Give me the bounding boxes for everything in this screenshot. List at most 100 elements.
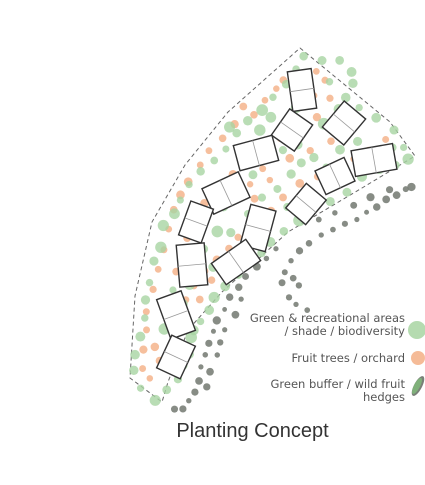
green-canopy-tree <box>196 167 205 176</box>
green-canopy-tree <box>243 116 253 126</box>
fruit-tree <box>146 375 154 382</box>
legend-swatch-green <box>408 321 425 339</box>
buffer-hedge <box>305 240 313 247</box>
diagram-caption: Planting Concept <box>176 420 329 442</box>
green-buffer-layer <box>170 182 416 413</box>
buffer-hedge <box>225 293 234 301</box>
green-canopy-tree <box>169 208 180 220</box>
buffer-hedge <box>210 328 216 334</box>
green-canopy-tree <box>355 103 363 112</box>
buffer-hedge <box>295 247 304 255</box>
green-canopy-tree <box>185 180 193 189</box>
buffer-hedge <box>315 216 322 223</box>
buffer-hedge <box>222 307 228 312</box>
legend-label-buffer-line2: hedges <box>362 390 405 404</box>
buffer-hedge <box>366 193 375 202</box>
green-canopy-tree <box>400 143 408 152</box>
legend-item-fruit-trees: Fruit trees / orchard <box>292 352 405 365</box>
buffer-hedge <box>206 367 214 376</box>
green-canopy-tree <box>196 317 205 326</box>
green-canopy-tree <box>265 111 277 123</box>
green-canopy-tree <box>325 196 335 207</box>
green-canopy-tree <box>286 169 296 179</box>
building-block <box>350 142 398 178</box>
buffer-hedge <box>203 383 211 391</box>
green-canopy-tree <box>129 365 139 375</box>
buffer-hedge <box>407 182 416 192</box>
fruit-tree <box>295 178 305 188</box>
buffer-hedge <box>285 294 293 301</box>
buffer-hedge <box>195 377 203 385</box>
fruit-tree <box>273 85 280 92</box>
buffer-hedge <box>263 255 270 262</box>
fruit-tree <box>234 233 242 241</box>
green-canopy-tree <box>157 219 169 232</box>
fruit-tree <box>306 146 314 155</box>
building-block <box>284 182 328 226</box>
green-canopy-tree <box>296 158 306 168</box>
green-canopy-tree <box>169 286 177 294</box>
buffer-hedge <box>332 210 338 216</box>
legend-swatch-buffer <box>411 376 425 396</box>
green-canopy-tree <box>325 77 334 86</box>
buffer-hedge <box>289 274 297 282</box>
green-canopy-tree <box>257 193 267 202</box>
legend-item-green-areas: Green & recreational areas / shade / bio… <box>250 312 405 338</box>
building-layer <box>155 67 398 380</box>
fruit-tree <box>218 134 227 143</box>
buffer-hedge <box>281 269 288 276</box>
green-canopy-tree <box>299 51 308 61</box>
buffer-hedge <box>341 220 348 227</box>
buffer-hedge <box>392 191 401 200</box>
green-canopy-tree <box>141 314 149 322</box>
legend-item-green-buffer: Green buffer / wild fruit hedges <box>270 378 405 404</box>
fruit-tree <box>205 147 213 155</box>
building-block <box>155 289 197 341</box>
fruit-tree <box>312 113 322 122</box>
green-canopy-tree <box>335 56 345 65</box>
green-canopy-tree <box>273 184 282 193</box>
buffer-hedge <box>222 327 228 333</box>
buffer-hedge <box>382 195 391 204</box>
green-canopy-tree <box>130 349 140 360</box>
green-canopy-tree <box>222 145 230 153</box>
green-canopy-tree <box>279 226 289 236</box>
green-canopy-tree <box>176 196 184 204</box>
fruit-tree <box>139 365 147 373</box>
green-canopy-tree <box>342 187 352 197</box>
buffer-hedge <box>273 246 279 252</box>
buffer-hedge <box>212 316 221 325</box>
green-canopy-tree <box>149 394 161 406</box>
fruit-tree <box>150 342 160 352</box>
building-block <box>314 156 356 196</box>
green-canopy-tree <box>248 170 258 180</box>
green-canopy-tree <box>353 136 363 147</box>
green-canopy-tree <box>136 384 145 392</box>
green-canopy-tree <box>204 305 215 315</box>
fruit-tree <box>261 96 269 104</box>
green-canopy-tree <box>371 112 382 123</box>
legend-swatches <box>408 321 425 396</box>
building-block <box>286 67 318 113</box>
buffer-hedge <box>238 296 244 302</box>
green-canopy-tree <box>309 152 319 163</box>
green-canopy-tree <box>210 156 219 165</box>
fruit-tree <box>285 153 295 163</box>
fruit-tree <box>279 193 287 202</box>
green-canopy-tree <box>256 104 269 116</box>
green-canopy-tree <box>208 291 220 304</box>
fruit-tree <box>207 276 216 284</box>
fruit-tree <box>239 102 248 111</box>
legend-label-green-line2: / shade / biodiversity <box>284 324 405 338</box>
buffer-hedge <box>402 186 409 193</box>
buffer-hedge <box>198 364 204 370</box>
green-canopy-tree <box>348 78 358 89</box>
buffer-hedge <box>231 310 240 319</box>
green-canopy-tree <box>402 153 414 165</box>
fruit-tree <box>154 265 162 273</box>
fruit-tree <box>196 161 204 169</box>
building-block <box>177 200 215 244</box>
fruit-tree <box>326 94 334 102</box>
green-canopy-tree <box>224 121 236 133</box>
green-canopy-tree <box>254 124 266 136</box>
